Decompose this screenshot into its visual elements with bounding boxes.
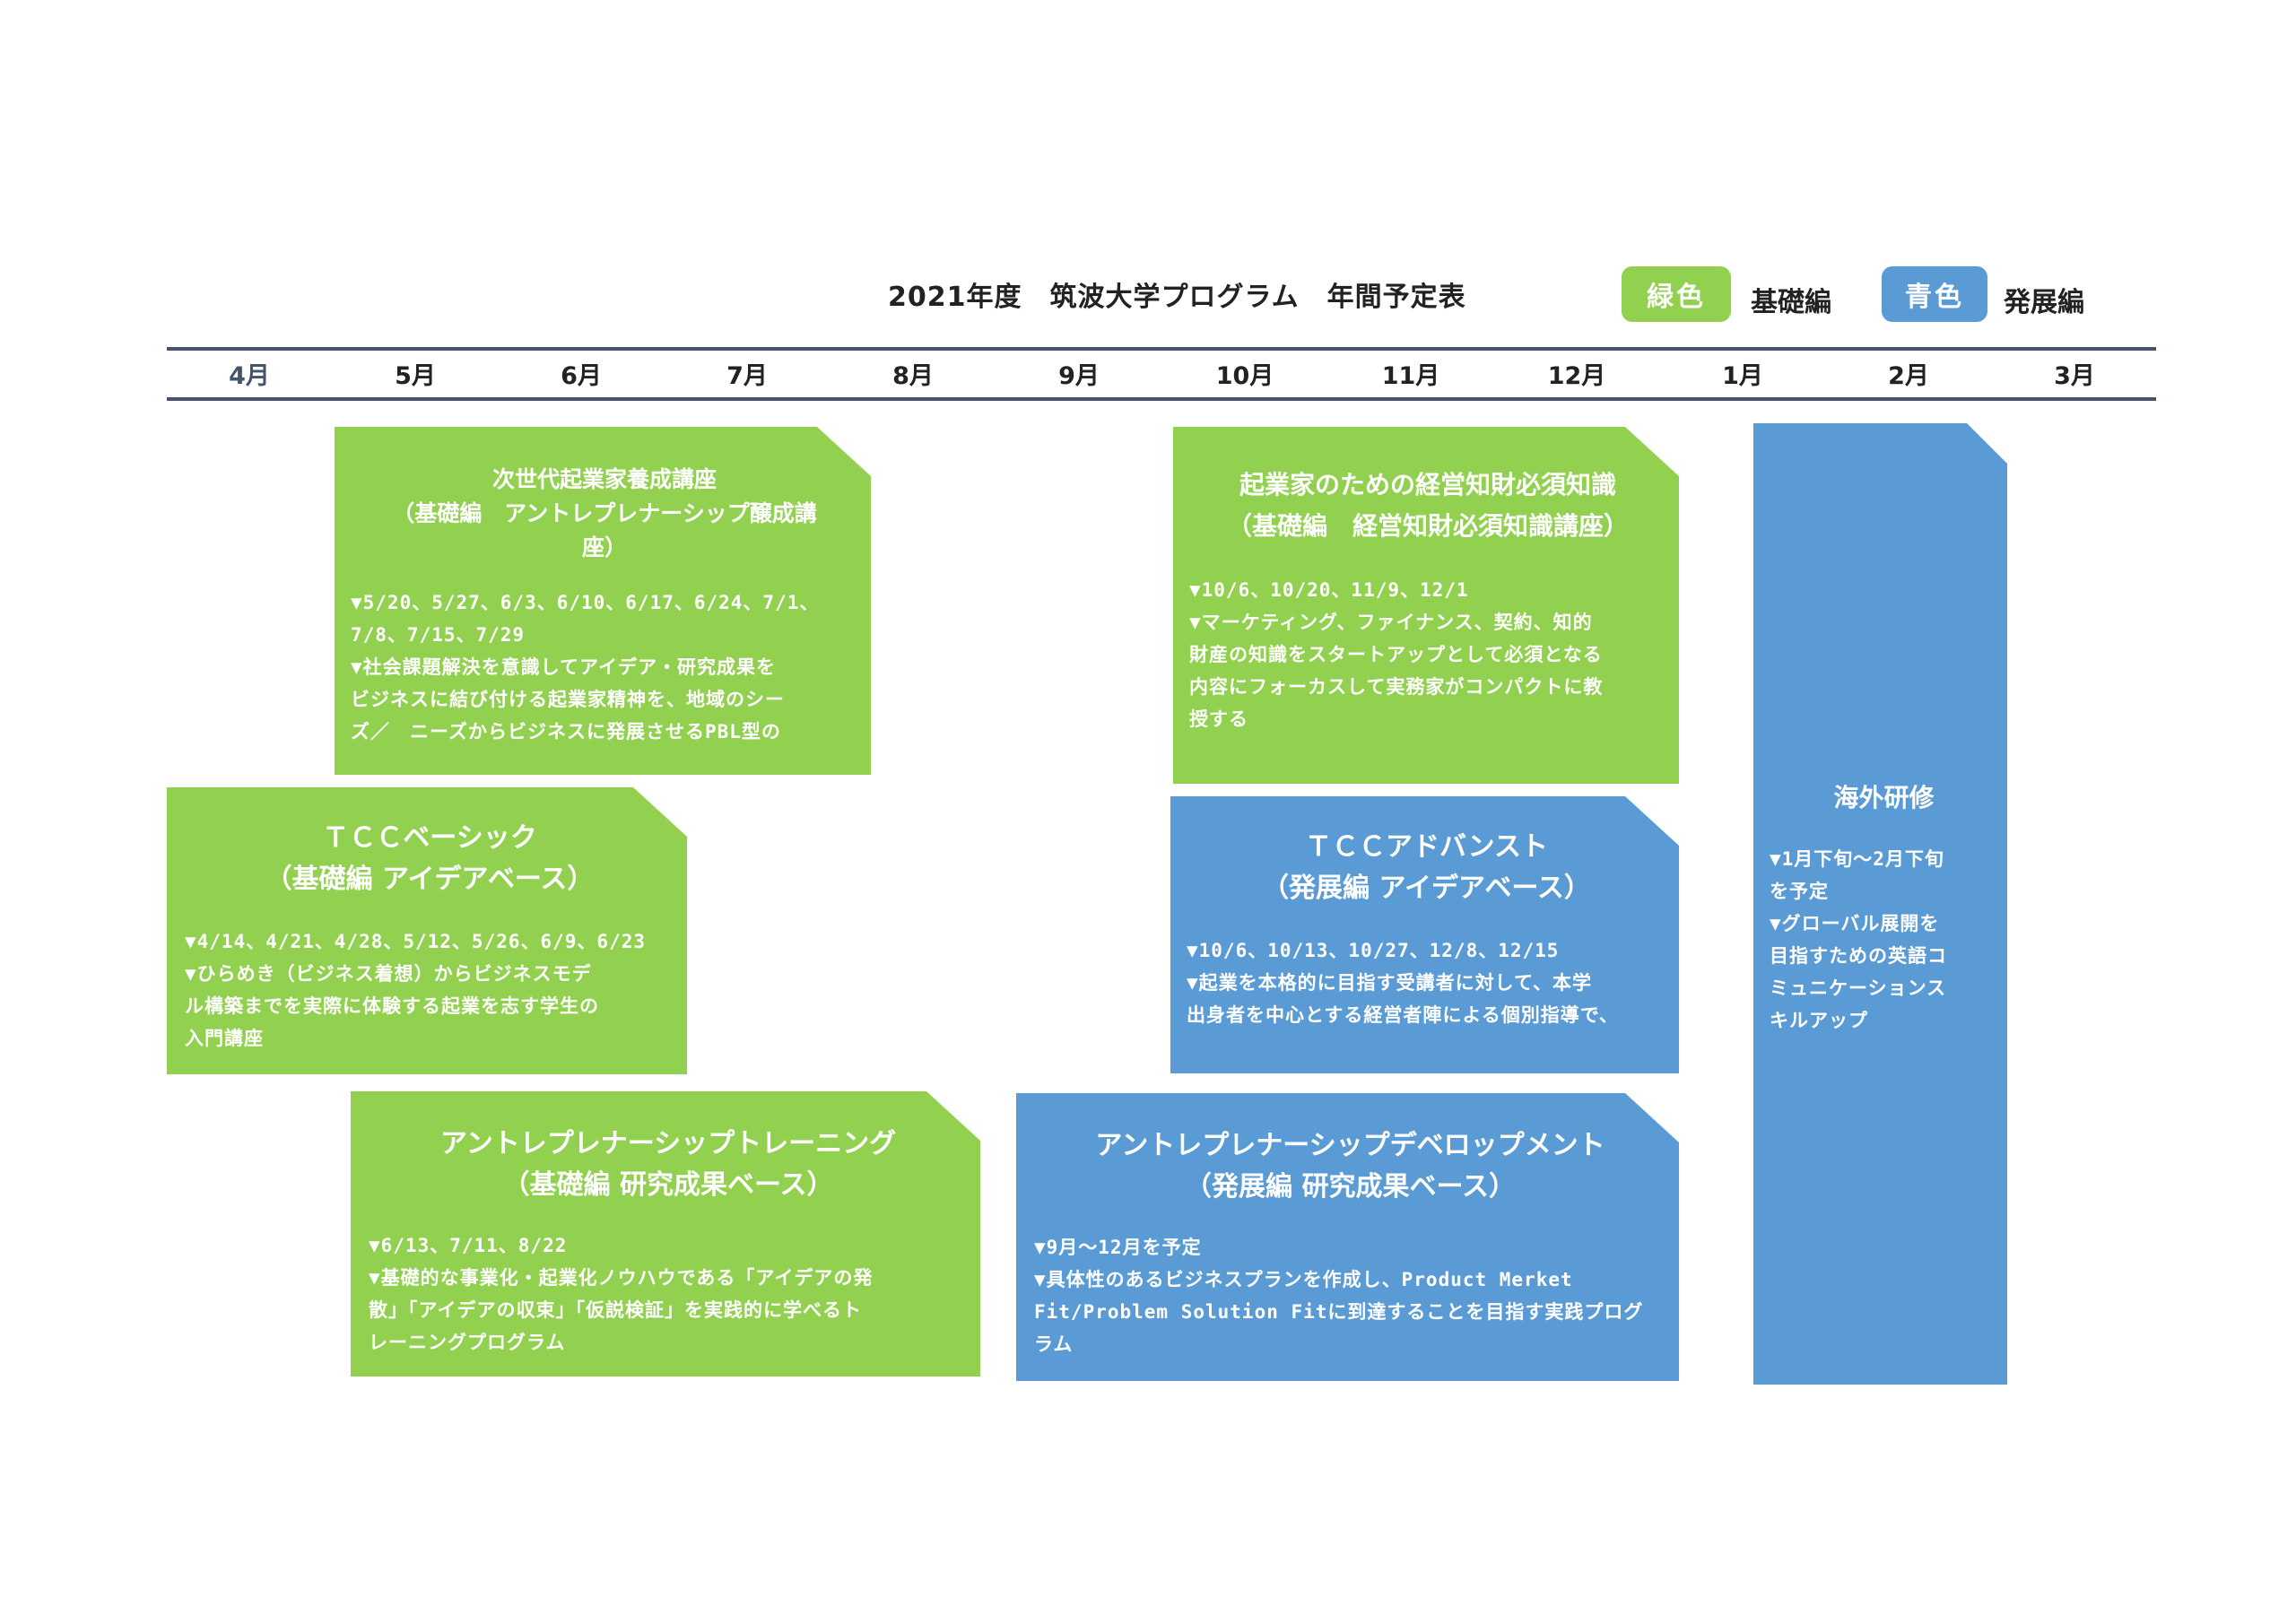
month-apr: 4月 bbox=[229, 362, 270, 390]
program-body: ▼9月～12月を予定 ▼具体性のあるビジネスプランを作成し、Product Me… bbox=[1034, 1237, 1644, 1355]
program-title: ＴＣＣアドバンスト （発展編 アイデアベース） bbox=[1262, 831, 1591, 904]
program-title: 次世代起業家養成講座 （基礎編 アントレプレナーシップ醸成講 座） bbox=[392, 466, 817, 560]
month-dec: 12月 bbox=[1547, 362, 1606, 390]
timeline-top-rule bbox=[167, 347, 2156, 351]
program-body: ▼5/20、5/27、6/3、6/10、6/17、6/24、7/1、 7/8、7… bbox=[351, 592, 820, 743]
program-body: ▼10/6、10/20、11/9、12/1 ▼マーケティング、ファイナンス、契約… bbox=[1189, 579, 1604, 730]
page-title: 2021年度 筑波大学プログラム 年間予定表 bbox=[888, 282, 1466, 313]
timeline-bottom-rule bbox=[167, 397, 2156, 401]
program-block-keiei-chizai: 起業家のための経営知財必須知識 （基礎編 経営知財必須知識講座） ▼10/6、1… bbox=[1173, 427, 1679, 784]
program-block-tcc-basic: ＴＣＣベーシック （基礎編 アイデアベース） ▼4/14、4/21、4/28、5… bbox=[167, 787, 687, 1074]
month-jun: 6月 bbox=[561, 362, 602, 390]
program-title: 起業家のための経営知財必須知識 （基礎編 経営知財必須知識講座） bbox=[1226, 470, 1629, 541]
program-block-tcc-advanced: ＴＣＣアドバンスト （発展編 アイデアベース） ▼10/6、10/13、10/2… bbox=[1170, 796, 1679, 1073]
month-feb: 2月 bbox=[1888, 362, 1929, 390]
month-sep: 9月 bbox=[1058, 362, 1100, 390]
legend-green-chip: 緑色 bbox=[1622, 266, 1731, 322]
program-block-entre-training: アントレプレナーシップトレーニング （基礎編 研究成果ベース） ▼6/13、7/… bbox=[351, 1091, 980, 1376]
program-title: ＴＣＣベーシック （基礎編 アイデアベース） bbox=[265, 822, 595, 895]
program-title: アントレプレナーシップトレーニング （基礎編 研究成果ベース） bbox=[439, 1128, 897, 1201]
program-body: ▼10/6、10/13、10/27、12/8、12/15 ▼起業を本格的に目指す… bbox=[1187, 940, 1619, 1026]
program-block-jisedai: 次世代起業家養成講座 （基礎編 アントレプレナーシップ醸成講 座） ▼5/20、… bbox=[335, 427, 871, 775]
program-block-entre-development: アントレプレナーシップデベロップメント （発展編 研究成果ベース） ▼9月～12… bbox=[1016, 1093, 1679, 1381]
month-oct: 10月 bbox=[1215, 362, 1274, 390]
program-body: ▼1月下旬～2月下旬 を予定 ▼グローバル展開を 目指すための英語コ ミュニケー… bbox=[1770, 848, 1947, 1031]
program-title: アントレプレナーシップデベロップメント （発展編 研究成果ベース） bbox=[1095, 1130, 1605, 1203]
legend-blue-label: 発展編 bbox=[2004, 287, 2084, 318]
month-nov: 11月 bbox=[1381, 362, 1440, 390]
legend-green-label: 基礎編 bbox=[1751, 287, 1831, 318]
month-mar: 3月 bbox=[2054, 362, 2095, 390]
month-jan: 1月 bbox=[1722, 362, 1763, 390]
program-title: 海外研修 bbox=[1833, 783, 1935, 812]
month-aug: 8月 bbox=[892, 362, 934, 390]
month-jul: 7月 bbox=[726, 362, 768, 390]
program-block-kaigai: 海外研修 ▼1月下旬～2月下旬 を予定 ▼グローバル展開を 目指すための英語コ … bbox=[1753, 423, 2007, 1385]
program-body: ▼6/13、7/11、8/22 ▼基礎的な事業化・起業化ノウハウである「アイデア… bbox=[369, 1235, 874, 1353]
legend-blue-chip: 青色 bbox=[1882, 266, 1987, 322]
program-body: ▼4/14、4/21、4/28、5/12、5/26、6/9、6/23 ▼ひらめき… bbox=[185, 931, 647, 1049]
month-may: 5月 bbox=[395, 362, 436, 390]
